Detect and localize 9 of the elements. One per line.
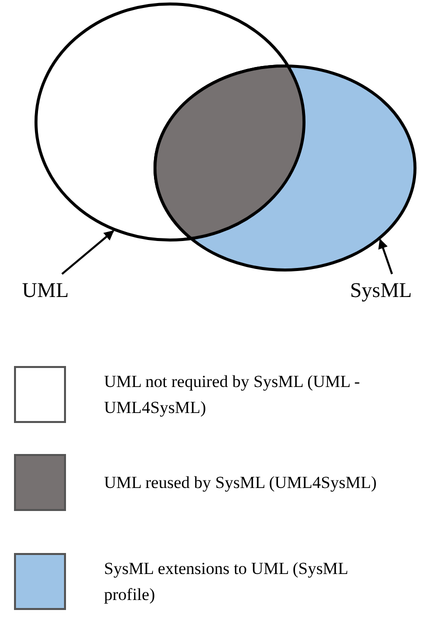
ellipse xyxy=(154,64,416,272)
legend-text: SysML extensions to UML (SysML profile) xyxy=(104,558,349,606)
arrow xyxy=(378,238,393,274)
legend-text: UML reused by SysML (UML4SysML) xyxy=(104,472,378,494)
legend-text: UML not required by SysML (UML - UML4SysML) xyxy=(104,370,361,419)
arrow xyxy=(61,230,114,275)
set-label: UML xyxy=(22,280,69,301)
ellipse xyxy=(34,2,306,242)
set-label: SysML xyxy=(350,280,412,301)
